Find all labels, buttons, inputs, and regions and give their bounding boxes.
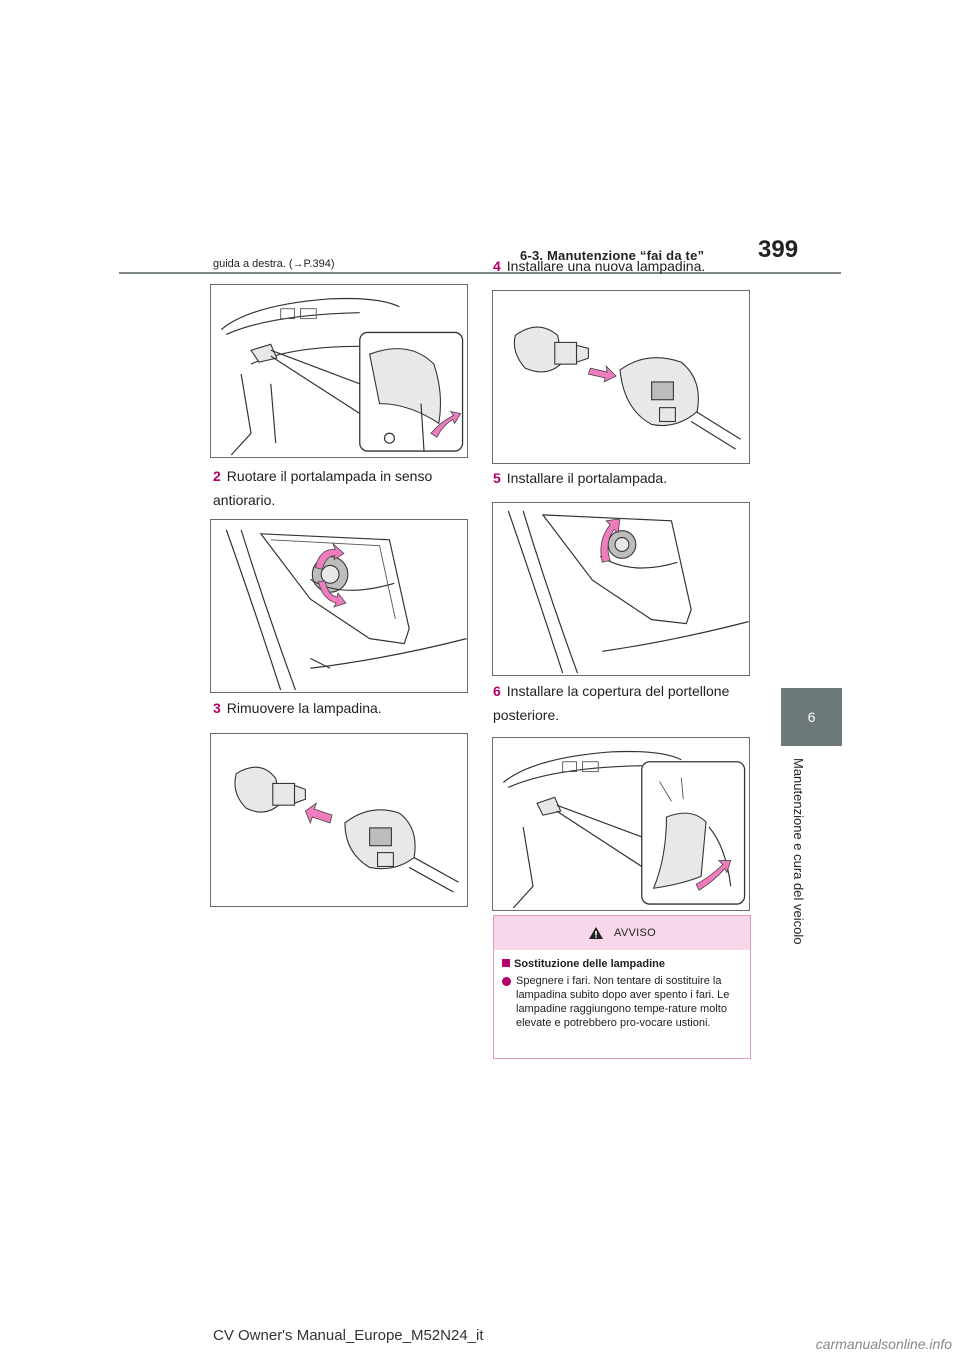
figure-install-bulb [492,290,750,464]
circle-bullet-icon [502,977,511,986]
step-number: 2 [213,468,221,484]
figure-install-holder [492,502,750,676]
chapter-tab: 6 [781,688,842,746]
figure-tailgate-cover-removal [210,284,468,458]
step-text: Rimuovere la lampadina. [226,700,382,716]
warning-text: Spegnere i fari. Non tentare di sostitui… [516,975,730,1029]
step-text: Installare il portalampada. [506,470,668,486]
warning-subtitle: Sostituzione delle lampadine [502,958,742,970]
figure-remove-bulb [210,733,468,907]
header-rule [119,272,841,274]
step-3: 3 Rimuovere la lampadina. [213,696,463,720]
step-text: Ruotare il portalampada in senso antiora… [213,468,433,508]
figure-rotate-holder [210,519,468,693]
warning-title: AVVISO [614,927,656,939]
warning-item: Spegnere i fari. Non tentare di sostitui… [502,974,742,1030]
square-bullet-icon [502,959,510,967]
page-number: 399 [758,236,799,263]
footer-manual-id: CV Owner's Manual_Europe_M52N24_it [213,1327,484,1344]
step-5: 5 Installare il portalampada. [493,466,743,490]
warning-subtitle-text: Sostituzione delle lampadine [514,958,665,970]
step-number: 6 [493,683,501,699]
step-number: 5 [493,470,501,486]
figure-install-cover [492,737,750,911]
step-text: Installare una nuova lampadina. [506,258,706,274]
warning-header: AVVISO [494,916,750,950]
section-title: 6-3. Manutenzione “fai da te” [520,248,705,263]
step-text: Installare la copertura del portellone p… [493,683,730,723]
intro-text: guida a destra. (→P.394) [213,258,335,270]
warning-triangle-icon [589,927,604,939]
warning-box: AVVISO Sostituzione delle lampadine Speg… [493,915,751,1059]
watermark: carmanualsonline.info [815,1336,952,1352]
step-4: 4 Installare una nuova lampadina. [493,254,743,278]
step-number: 4 [493,258,501,274]
chapter-label: Manutenzione e cura del veicolo [791,758,806,945]
step-number: 3 [213,700,221,716]
